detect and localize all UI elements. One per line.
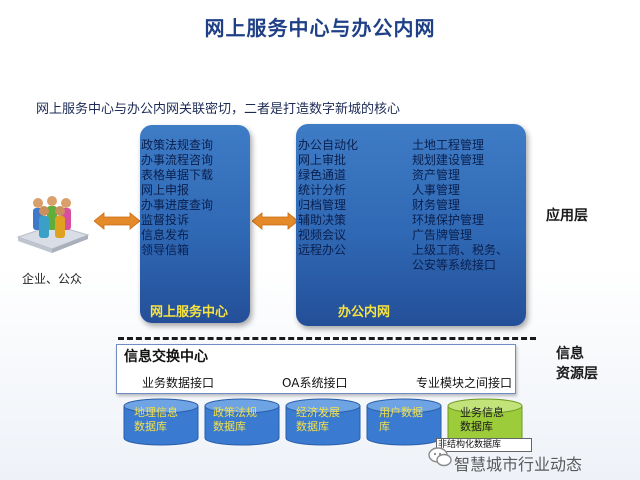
- info-resource-line-1: 信息: [556, 346, 584, 362]
- exchange-center-box: [116, 344, 516, 394]
- list-item: 表格单据下载: [141, 168, 214, 182]
- list-item: 统计分析: [298, 183, 347, 197]
- list-item: 辅助决策: [298, 213, 347, 227]
- database-label-line: 业务信息: [460, 406, 504, 419]
- office-network-label: 办公内网: [338, 305, 391, 320]
- list-item: 归档管理: [298, 198, 347, 212]
- database-label: 政策法规 数据库: [213, 406, 257, 434]
- list-item: 办事进度查询: [141, 198, 214, 212]
- subtitle: 网上服务中心与办公内网关联密切，二者是打造数字新城的核心: [36, 102, 401, 117]
- list-item: 办事流程咨询: [141, 153, 214, 167]
- database-icon: [123, 398, 199, 446]
- list-item: 资产管理: [412, 168, 461, 182]
- database-label: 业务信息 数据库: [460, 406, 504, 434]
- double-arrow-icon: [94, 212, 140, 230]
- list-item: 规划建设管理: [412, 153, 485, 167]
- list-item: 办公自动化: [298, 138, 359, 152]
- info-resource-layer-label: 信息 资源层: [556, 344, 598, 384]
- list-item: 绿色通道: [298, 168, 347, 182]
- database-icon: [204, 398, 280, 446]
- database-label-line: 库: [379, 420, 390, 433]
- database-label-line: 数据库: [460, 420, 493, 433]
- people-icon: [16, 196, 90, 253]
- database-label: 地理信息 数据库: [134, 406, 178, 434]
- list-item: 信息发布: [141, 228, 190, 242]
- office-network-list-2: 土地工程管理 规划建设管理 资产管理 人事管理 财务管理 环境保护管理 广告牌管…: [412, 138, 508, 273]
- list-item: 上级工商、税务、: [412, 243, 509, 257]
- page-title: 网上服务中心与办公内网: [204, 16, 436, 40]
- layer-divider: [118, 337, 536, 340]
- info-resource-line-2: 资源层: [556, 366, 598, 382]
- database-icon: [447, 398, 523, 446]
- office-network-panel: [296, 124, 526, 326]
- interface-label: 业务数据接口: [142, 376, 215, 390]
- database-label-line: 用户数据: [379, 406, 423, 419]
- list-item: 人事管理: [412, 183, 461, 197]
- online-service-label: 网上服务中心: [150, 305, 229, 320]
- legend-text: 非结构化数据库: [438, 440, 502, 450]
- list-item: 财务管理: [412, 198, 461, 212]
- database-label-line: 数据库: [296, 420, 329, 433]
- interface-label: 专业模块之间接口: [416, 376, 513, 390]
- list-item: 网上审批: [298, 153, 347, 167]
- list-item: 环境保护管理: [412, 213, 485, 227]
- actor-label: 企业、公众: [22, 272, 83, 286]
- database-label-line: 数据库: [134, 420, 167, 433]
- interface-label: OA系统接口: [282, 376, 348, 390]
- wechat-icon: [428, 447, 452, 467]
- database-label-line: 数据库: [213, 420, 246, 433]
- database-label-line: 地理信息: [134, 406, 178, 419]
- double-arrow-icon: [252, 212, 298, 230]
- database-label: 经济发展 数据库: [296, 406, 340, 434]
- office-network-list-1: 办公自动化 网上审批 绿色通道 统计分析 归档管理 辅助决策 视频会议 远程办公: [298, 138, 358, 258]
- application-layer-label: 应用层: [546, 208, 588, 224]
- list-item: 公安等系统接口: [412, 258, 497, 272]
- online-service-list: 政策法规查询 办事流程咨询 表格单据下载 网上申报 办事进度查询 监督投诉 信息…: [141, 138, 213, 258]
- list-item: 广告牌管理: [412, 228, 473, 242]
- list-item: 政策法规查询: [141, 138, 214, 152]
- list-item: 土地工程管理: [412, 138, 485, 152]
- database-icon: [285, 398, 361, 446]
- list-item: 监督投诉: [141, 213, 190, 227]
- list-item: 领导信箱: [141, 243, 190, 257]
- list-item: 视频会议: [298, 228, 347, 242]
- legend-box: [436, 438, 532, 452]
- database-label-line: 经济发展: [296, 406, 340, 419]
- watermark-text: 智慧城市行业动态: [454, 455, 583, 474]
- database-label-line: 政策法规: [213, 406, 257, 419]
- list-item: 远程办公: [298, 243, 347, 257]
- database-label: 用户数据 库: [379, 406, 423, 434]
- exchange-center-title: 信息交换中心: [124, 349, 208, 365]
- online-service-panel: [140, 125, 250, 323]
- list-item: 网上申报: [141, 183, 190, 197]
